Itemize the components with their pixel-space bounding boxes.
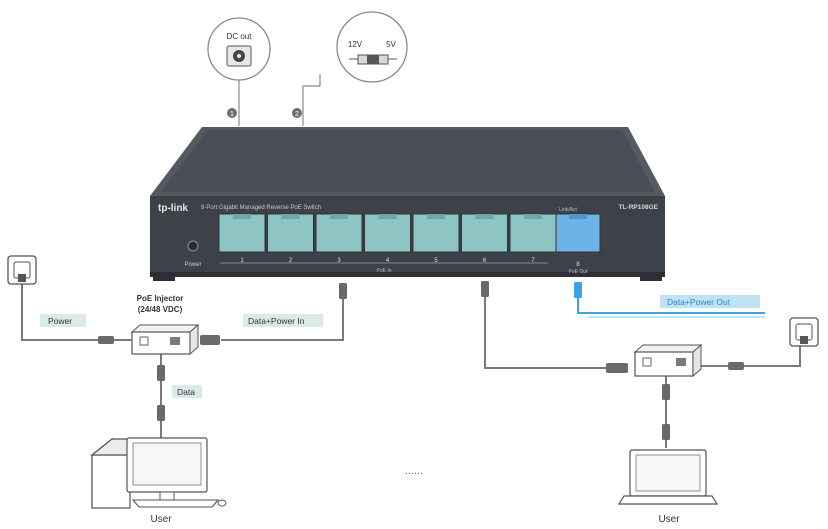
port-6	[461, 213, 508, 253]
right-wall-outlet	[789, 317, 819, 347]
dc-out-label: DC out	[227, 32, 253, 41]
left-power-cord	[21, 276, 132, 341]
port-number-1: 1	[240, 258, 244, 264]
port-1	[218, 213, 266, 253]
outlet-icon	[7, 255, 37, 285]
right-poe-device	[633, 343, 703, 378]
port-5	[412, 213, 460, 253]
poe-in-group-label: PoE In	[376, 268, 391, 274]
model-number: TL-RP108GE	[619, 204, 659, 211]
12v-label: 12V	[348, 40, 363, 49]
switch-device: tp-link 8-Port Gigabit Managed Reverse P…	[150, 127, 665, 281]
port-2	[267, 213, 314, 253]
injector-subtitle: (24/48 VDC)	[138, 305, 183, 314]
right-power-cord	[700, 346, 801, 367]
switch-description: 8-Port Gigabit Managed Reverse PoE Switc…	[201, 205, 321, 211]
port-4	[364, 213, 411, 253]
tag-data-power-out: Data+Power Out	[660, 295, 760, 308]
cables	[21, 276, 801, 448]
tag-power: Power	[40, 314, 86, 327]
laptop-base	[617, 495, 719, 505]
rj45-plug-icon	[200, 335, 220, 345]
rj45-plug-icon	[606, 363, 628, 373]
tag-data: Data	[172, 385, 202, 398]
callout-2-leader	[302, 74, 321, 126]
power-tag-label: Power	[48, 316, 72, 326]
cable-port3-injector	[221, 285, 344, 341]
port-notch	[427, 214, 445, 219]
injector-box	[131, 331, 191, 355]
outlet-icon	[789, 317, 819, 347]
callout-2-badge	[292, 108, 302, 118]
left-poe-injector: PoE Injector (24/48 VDC)	[130, 294, 200, 356]
port8-number: 8	[576, 262, 580, 268]
port-notch	[569, 214, 587, 219]
port-notch	[378, 214, 397, 219]
data-power-out-label: Data+Power Out	[667, 297, 731, 307]
port-8	[555, 213, 601, 253]
port-group: 1 2 3 4 5 6 7	[218, 213, 601, 264]
voltage-circle	[336, 11, 408, 83]
port-number-3: 3	[337, 258, 341, 264]
mouse-icon	[217, 499, 227, 507]
rj45-plug-icon	[339, 283, 347, 299]
power-led	[187, 240, 199, 252]
port-3	[315, 213, 363, 253]
desktop-computer-icon	[90, 437, 227, 509]
data-power-in-label: Data+Power In	[248, 316, 305, 326]
cable-port6-right-injector	[484, 283, 610, 369]
port-notch	[475, 214, 494, 219]
voltage-switch-callout: 12V 5V 2	[292, 11, 408, 126]
laptop-icon	[617, 449, 719, 505]
user-right-label: User	[658, 514, 680, 525]
port-notch	[233, 214, 251, 219]
user-left-label: User	[150, 514, 172, 525]
port-notch	[281, 214, 300, 219]
port8-link-label: Link/Act	[559, 207, 577, 213]
svg-text:1: 1	[230, 111, 234, 118]
brand-logo: tp-link	[158, 203, 188, 214]
port-number-7: 7	[531, 258, 535, 264]
port-number-2: 2	[289, 258, 293, 264]
callout-1-badge	[227, 108, 237, 118]
data-label: Data	[177, 387, 195, 397]
dc-out-callout: DC out 1	[207, 17, 271, 126]
port-notch	[330, 214, 348, 219]
port8-poe-out-label: PoE Out	[569, 269, 589, 275]
port-7	[509, 213, 557, 253]
port-number-6: 6	[483, 258, 487, 264]
ellipsis: ......	[405, 465, 423, 477]
port-notch	[524, 214, 542, 219]
tag-data-power-in: Data+Power In	[243, 314, 323, 327]
svg-text:2: 2	[295, 111, 299, 118]
keyboard	[131, 499, 220, 508]
left-wall-outlet	[7, 255, 37, 285]
power-led-label: Power	[184, 262, 201, 268]
port-number-4: 4	[386, 258, 390, 264]
rj45-plug-icon	[481, 281, 489, 297]
5v-label: 5V	[386, 40, 396, 49]
injector-title: PoE Injector	[137, 294, 184, 303]
rj45-plug-blue-icon	[574, 282, 582, 298]
port-number-5: 5	[434, 258, 438, 264]
